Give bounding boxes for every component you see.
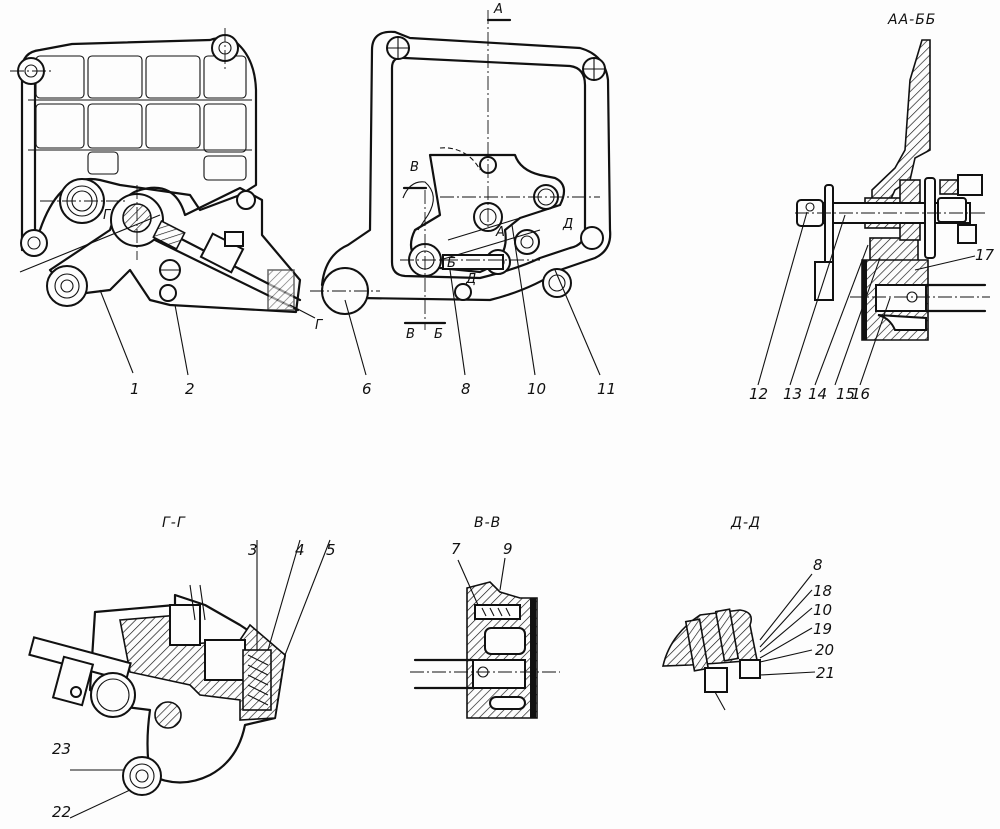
- callout-23: 23: [52, 740, 72, 758]
- callout-12: 12: [749, 385, 769, 403]
- callout-19: 19: [813, 620, 833, 638]
- cut-marker-b-inner: Б: [447, 256, 456, 271]
- section-title-aa-bb: АА-ББ: [888, 12, 937, 28]
- callout-17: 17: [975, 246, 995, 264]
- callout-8: 8: [461, 380, 471, 398]
- callout-dd-10: 10: [813, 601, 833, 619]
- cut-marker-g: Г: [103, 208, 111, 223]
- callout-6: 6: [362, 380, 372, 398]
- callout-20: 20: [815, 641, 835, 659]
- callout-7: 7: [451, 540, 461, 558]
- callout-9: 9: [503, 540, 513, 558]
- callout-16: 16: [851, 385, 871, 403]
- section-title-v-v: В-В: [474, 515, 502, 531]
- section-title-g-g: Г-Г: [162, 515, 186, 531]
- callout-15: 15: [836, 385, 856, 403]
- callout-1: 1: [130, 380, 140, 398]
- cut-marker-v-bottom: В: [406, 327, 415, 342]
- view-cover-ribbed: [10, 28, 316, 319]
- callout-11: 11: [597, 380, 617, 398]
- cut-marker-d: Д: [563, 217, 574, 232]
- cut-marker-d-lower: Д: [466, 272, 477, 287]
- cut-marker-a-inner: А: [496, 225, 505, 240]
- leader-lines: [99, 211, 976, 386]
- callout-4: 4: [295, 541, 305, 559]
- view-section-g-g: [28, 539, 331, 819]
- callout-2: 2: [185, 380, 195, 398]
- callout-21: 21: [816, 664, 836, 682]
- view-section-d-d: [661, 573, 816, 711]
- callout-18: 18: [813, 582, 833, 600]
- callout-5: 5: [326, 541, 336, 559]
- cut-marker-a: А: [494, 2, 503, 17]
- callout-3: 3: [248, 541, 258, 559]
- view-housing-linkage: [310, 10, 612, 330]
- view-section-aa-bb: [795, 39, 990, 341]
- cut-marker-g-lower: Г: [315, 318, 323, 333]
- section-title-d-d: Д-Д: [731, 515, 761, 531]
- cut-marker-v: В: [410, 160, 419, 175]
- view-section-v-v: [410, 557, 560, 719]
- callout-22: 22: [52, 803, 72, 821]
- callout-dd-8: 8: [813, 556, 823, 574]
- callout-13: 13: [783, 385, 803, 403]
- callout-10: 10: [527, 380, 547, 398]
- cut-marker-b-bottom: Б: [434, 327, 443, 342]
- callout-14: 14: [808, 385, 828, 403]
